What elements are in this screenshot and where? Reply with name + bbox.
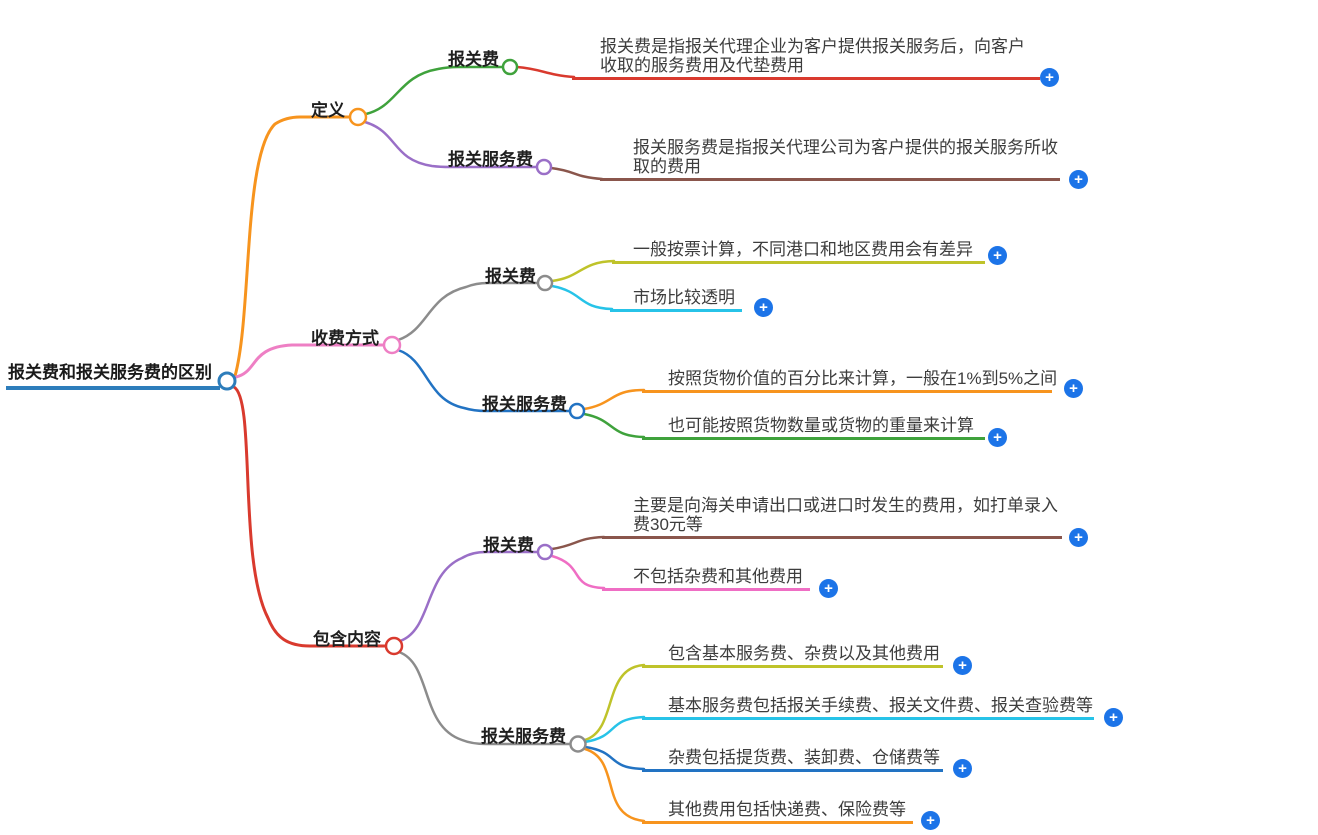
node-definition-fee[interactable]: 报关费 — [448, 50, 499, 69]
connector-chg-servicefee — [396, 348, 571, 413]
connector-leaf-cont-fee-1 — [550, 535, 606, 551]
connector-leaf-def-fee-1 — [515, 65, 576, 79]
leaf-def-servicefee-desc[interactable]: 报关服务费是指报关代理公司为客户提供的报关服务所收 取的费用 — [600, 138, 1060, 181]
charging-node-circle[interactable] — [382, 335, 402, 355]
plus-icon[interactable]: + — [1069, 170, 1088, 189]
connector-cont-fee — [398, 550, 539, 643]
leaf-cont-servicefee-2[interactable]: 基本服务费包括报关手续费、报关文件费、报关查验费等 — [642, 696, 1094, 720]
leaf-cont-servicefee-3[interactable]: 杂费包括提货费、装卸费、仓储费等 — [642, 748, 943, 772]
chg-servicefee-node-circle[interactable] — [568, 402, 586, 420]
leaf-cont-servicefee-4[interactable]: 其他费用包括快递费、保险费等 — [642, 800, 913, 824]
connector-contents — [232, 385, 388, 648]
connector-leaf-cont-sfee-2 — [583, 715, 646, 744]
root-topic[interactable]: 报关费和报关服务费的区别 — [6, 358, 220, 390]
leaf-chg-fee-1[interactable]: 一般按票计算，不同港口和地区费用会有差异 — [612, 240, 985, 264]
connector-def-fee — [364, 65, 504, 116]
plus-icon[interactable]: + — [921, 811, 940, 830]
connector-leaf-def-sfee-1 — [549, 166, 604, 181]
leaf-chg-servicefee-2[interactable]: 也可能按照货物数量或货物的重量来计算 — [642, 416, 985, 440]
plus-icon[interactable]: + — [754, 298, 773, 317]
plus-icon[interactable]: + — [953, 759, 972, 778]
node-charging-fee[interactable]: 报关费 — [485, 267, 536, 286]
branch-included-contents[interactable]: 包含内容 — [313, 630, 381, 649]
connector-charging — [234, 343, 386, 379]
definition-node-circle[interactable] — [348, 107, 368, 127]
plus-icon[interactable]: + — [1104, 708, 1123, 727]
root-node-circle[interactable] — [217, 371, 237, 391]
node-definition-servicefee[interactable]: 报关服务费 — [448, 150, 533, 169]
plus-icon[interactable]: + — [1040, 68, 1059, 87]
plus-icon[interactable]: + — [953, 656, 972, 675]
branch-definition[interactable]: 定义 — [311, 101, 345, 120]
leaf-cont-servicefee-1[interactable]: 包含基本服务费、杂费以及其他费用 — [642, 644, 943, 668]
cont-servicefee-node-circle[interactable] — [569, 735, 587, 753]
connector-definition — [233, 115, 352, 378]
leaf-chg-servicefee-1[interactable]: 按照货物价值的百分比来计算，一般在1%到5%之间 — [642, 369, 1057, 393]
plus-icon[interactable]: + — [988, 428, 1007, 447]
connector-leaf-chg-sfee-2 — [582, 412, 646, 439]
chg-fee-node-circle[interactable] — [536, 274, 554, 292]
leaf-cont-fee-2[interactable]: 不包括杂费和其他费用 — [602, 567, 810, 591]
cont-fee-node-circle[interactable] — [536, 543, 554, 561]
connector-leaf-cont-sfee-4 — [583, 747, 646, 823]
connector-leaf-cont-fee-2 — [550, 554, 606, 590]
connector-leaf-chg-fee-2 — [550, 284, 614, 311]
node-contents-fee[interactable]: 报关费 — [483, 536, 534, 555]
def-fee-node-circle[interactable] — [501, 58, 519, 76]
leaf-chg-fee-2[interactable]: 市场比较透明 — [610, 288, 742, 312]
leaf-def-fee-desc[interactable]: 报关费是指报关代理企业为客户提供报关服务后，向客户 收取的服务费用及代垫费用 — [572, 37, 1040, 80]
plus-icon[interactable]: + — [988, 246, 1007, 265]
branch-charging-method[interactable]: 收费方式 — [311, 329, 379, 348]
connector-leaf-cont-sfee-1 — [583, 663, 646, 742]
contents-node-circle[interactable] — [384, 636, 404, 656]
node-charging-servicefee[interactable]: 报关服务费 — [482, 395, 567, 414]
connector-leaf-cont-sfee-3 — [583, 745, 646, 771]
connector-def-servicefee — [363, 120, 538, 169]
def-servicefee-node-circle[interactable] — [535, 158, 553, 176]
node-contents-servicefee[interactable]: 报关服务费 — [481, 727, 566, 746]
plus-icon[interactable]: + — [819, 579, 838, 598]
connector-cont-servicefee — [397, 650, 571, 746]
plus-icon[interactable]: + — [1069, 528, 1088, 547]
connector-leaf-chg-fee-1 — [550, 259, 616, 283]
leaf-cont-fee-1[interactable]: 主要是向海关申请出口或进口时发生的费用，如打单录入 费30元等 — [602, 496, 1062, 539]
connector-chg-fee — [396, 281, 539, 342]
connector-leaf-chg-sfee-1 — [582, 388, 646, 411]
plus-icon[interactable]: + — [1064, 379, 1083, 398]
